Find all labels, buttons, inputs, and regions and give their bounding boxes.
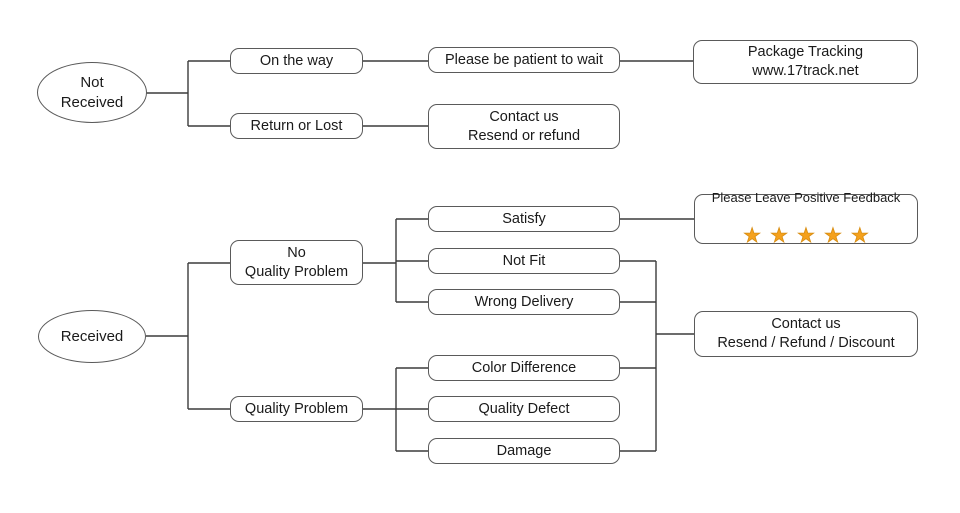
node-contact-resend-refund-discount: Contact us Resend / Refund / Discount <box>694 311 918 357</box>
node-not-fit: Not Fit <box>428 248 620 274</box>
feedback-content: Please Leave Positive Feedback ★★★★★ <box>712 173 901 266</box>
node-damage: Damage <box>428 438 620 464</box>
node-color-difference: Color Difference <box>428 355 620 381</box>
node-quality-problem: Quality Problem <box>230 396 363 422</box>
node-no-quality-problem: No Quality Problem <box>230 240 363 285</box>
node-package-tracking: Package Tracking www.17track.net <box>693 40 918 84</box>
node-please-be-patient: Please be patient to wait <box>428 47 620 73</box>
node-received: Received <box>38 310 146 363</box>
node-quality-defect: Quality Defect <box>428 396 620 422</box>
feedback-label: Please Leave Positive Feedback <box>711 190 901 206</box>
node-return-or-lost: Return or Lost <box>230 113 363 139</box>
node-positive-feedback: Please Leave Positive Feedback ★★★★★ <box>694 190 918 247</box>
node-wrong-delivery: Wrong Delivery <box>428 289 620 315</box>
node-contact-resend-refund: Contact us Resend or refund <box>428 104 620 149</box>
star-rating-icons: ★★★★★ <box>743 224 878 247</box>
node-on-the-way: On the way <box>230 48 363 74</box>
node-not-received: Not Received <box>37 62 147 123</box>
node-satisfy: Satisfy <box>428 206 620 232</box>
